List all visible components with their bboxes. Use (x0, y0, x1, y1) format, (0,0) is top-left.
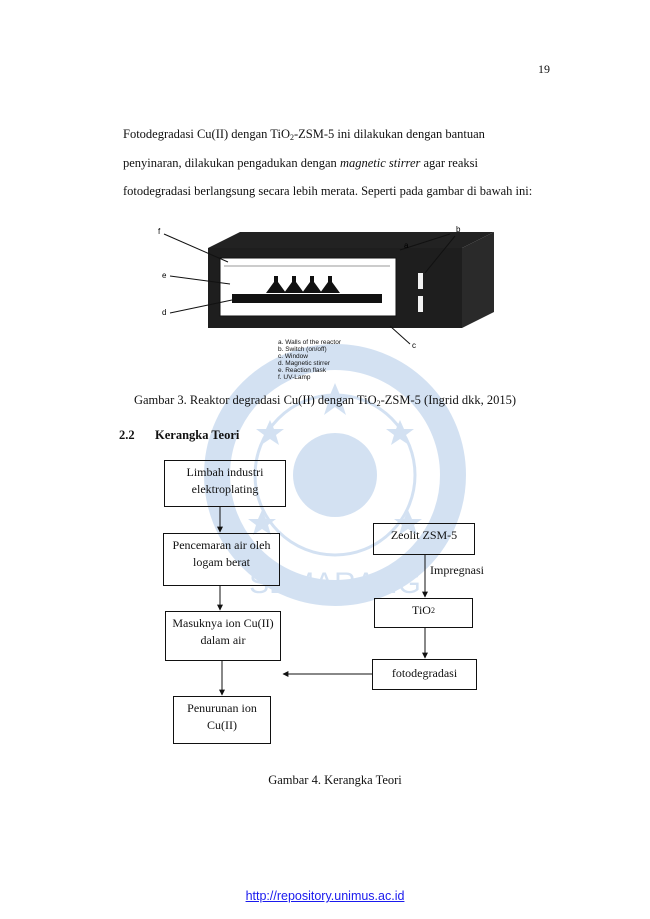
paragraph-line-2: penyinaran, dilakukan pengadukan dengan … (123, 156, 478, 170)
impregnasi-label: Impregnasi (430, 563, 484, 577)
letter-a: a (404, 241, 409, 250)
flow-box-penurunan: Penurunan ion Cu(II) (173, 696, 271, 744)
legend-item: f. UV-Lamp (278, 374, 311, 381)
legend-item: b. Switch (on/off) (278, 346, 327, 353)
legend-item: e. Reaction flask (278, 367, 327, 374)
flow-box-pencemaran: Pencemaran air oleh logam berat (163, 533, 280, 586)
flow-box-limbah: Limbah industri elektroplating (164, 460, 286, 507)
letter-b: b (456, 225, 461, 234)
figure4-caption: Gambar 4. Kerangka Teori (268, 773, 402, 787)
repository-link[interactable]: http://repository.unimus.ac.id (245, 889, 405, 903)
section-title: Kerangka Teori (155, 428, 240, 442)
reactor-figure: f e d b c a a. Walls of the reactor b. S… (158, 225, 494, 381)
letter-e: e (162, 271, 167, 280)
figure3-caption: Gambar 3. Reaktor degradasi Cu(II) denga… (133, 393, 517, 408)
letter-d: d (162, 308, 166, 317)
letter-c: c (412, 341, 416, 350)
flow-box-zeolit: Zeolit ZSM-5 (373, 523, 475, 555)
legend-item: c. Window (278, 353, 308, 360)
legend-item: d. Magnetic stirrer (278, 360, 331, 367)
letter-f: f (158, 227, 161, 236)
flow-box-masuknya: Masuknya ion Cu(II) dalam air (165, 611, 281, 661)
section-number: 2.2 (119, 428, 135, 442)
legend-item: a. Walls of the reactor (278, 339, 342, 346)
paragraph-line-3: fotodegradasi berlangsung secara lebih m… (123, 184, 533, 198)
paragraph-line-1: Fotodegradasi Cu(II) dengan TiO2-ZSM-5 i… (123, 127, 485, 142)
flow-box-fotodegradasi: fotodegradasi (372, 659, 477, 690)
university-seal-watermark: SEMARANG (204, 344, 466, 606)
watermark-text: SEMARANG (249, 567, 421, 600)
page-number: 19 (538, 62, 550, 76)
